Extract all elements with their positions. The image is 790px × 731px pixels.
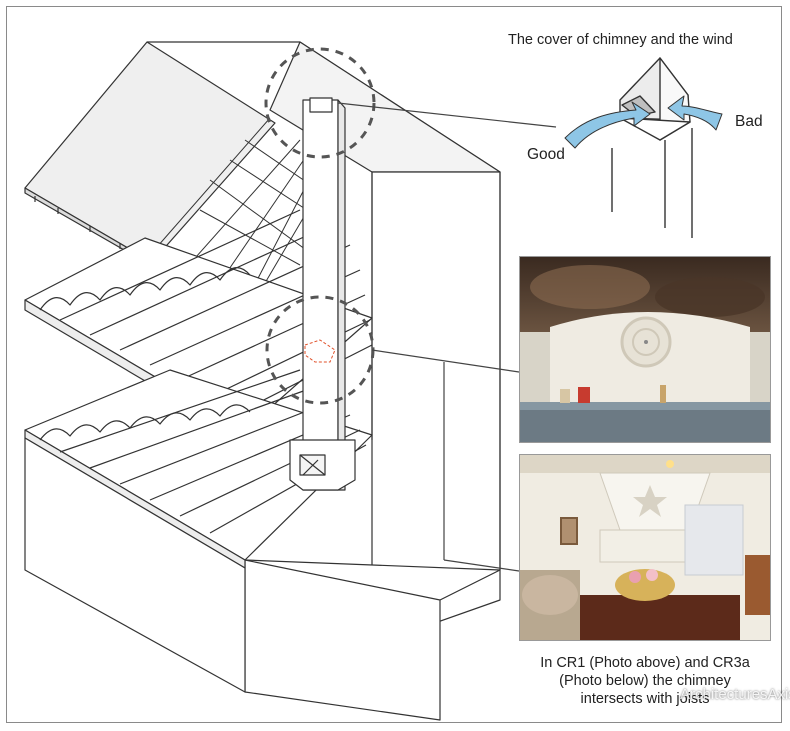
caption-line-2: (Photo below) the chimney: [559, 673, 731, 689]
wind-arrow-bad: [667, 95, 723, 131]
lower-left-wall: [24, 437, 246, 693]
watermark: ArchitecturesAxis: [680, 686, 790, 703]
cover-title: The cover of chimney and the wind: [508, 32, 733, 48]
chimney: [289, 97, 356, 491]
building-wall: [244, 171, 501, 721]
figure-caption: In CR1 (Photo above) and CR3a (Photo bel…: [500, 654, 790, 708]
photo-dining-room: [519, 454, 771, 641]
good-label: Good: [527, 146, 565, 163]
caption-line-1: In CR1 (Photo above) and CR3a: [540, 655, 750, 671]
bad-label: Bad: [735, 113, 763, 130]
chimney-cover-detail: [611, 57, 693, 238]
intersection-highlight: [304, 339, 336, 363]
wind-arrow-good: [564, 101, 651, 149]
leader-lines: [337, 102, 557, 572]
lower-floor: [24, 369, 373, 569]
caption-line-3: intersects with joists: [580, 691, 710, 707]
photo-ceiling-chimney: [519, 256, 771, 443]
